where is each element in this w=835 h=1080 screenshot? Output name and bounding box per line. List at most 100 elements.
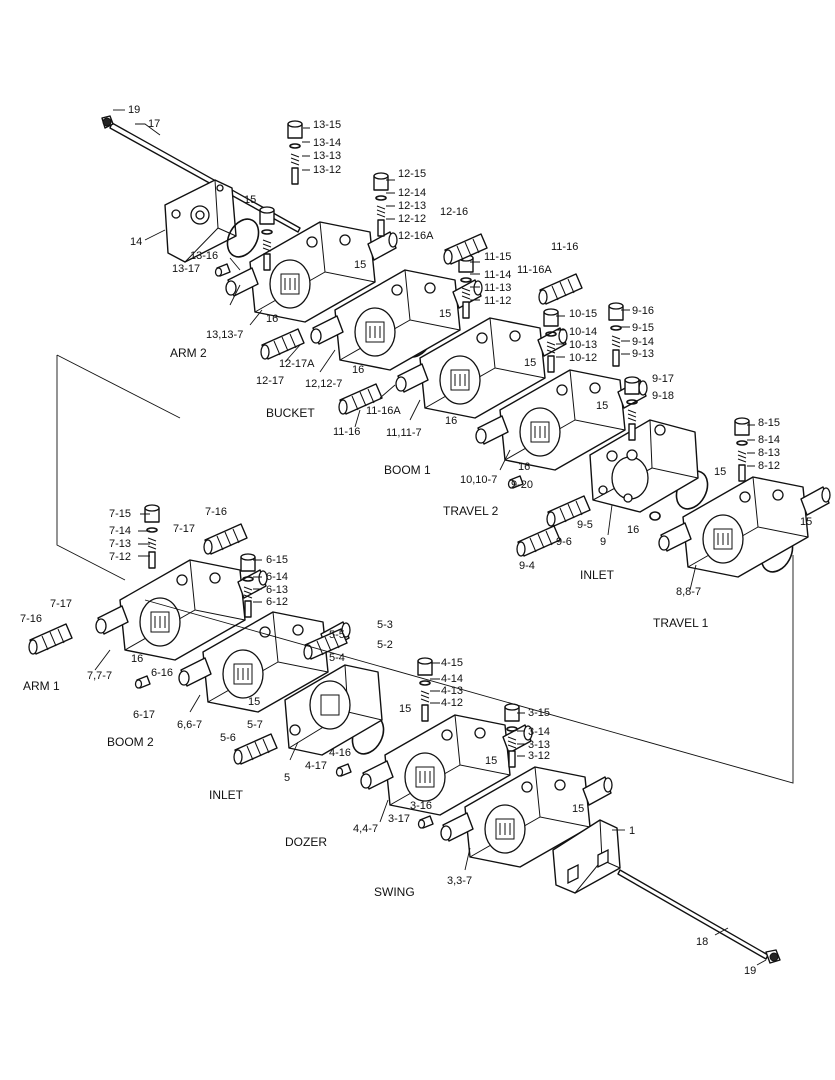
callout: 15 [439, 308, 451, 320]
callout: 6-15 [266, 554, 288, 566]
callout: 16 [131, 653, 143, 665]
callout: 1 [629, 825, 635, 837]
callout: 11-14 [484, 269, 511, 281]
callout: 9-15 [632, 322, 654, 334]
callout: 3-16 [410, 800, 432, 812]
callout: 4-14 [441, 673, 463, 685]
callout: 9-16 [632, 305, 654, 317]
callout-labels: 19 17 14 15 13-15 13-14 13-13 13-12 13-1… [20, 104, 812, 977]
callout: 15 [596, 400, 608, 412]
callout: 13-14 [313, 137, 341, 149]
callout: 3-14 [528, 726, 550, 738]
callout: 13-13 [313, 150, 341, 162]
callout: 15 [714, 466, 726, 478]
callout: 15 [244, 194, 256, 206]
callout: 11-12 [484, 295, 511, 307]
inlet-block-5 [284, 664, 383, 756]
callout: 12-12 [398, 213, 426, 225]
callout: 6-16 [151, 667, 173, 679]
callout: 4-15 [441, 657, 463, 669]
section-label-bucket: BUCKET [266, 406, 315, 420]
callout: 3,3-7 [447, 875, 472, 887]
leader-lines [94, 109, 767, 966]
callout: 16 [266, 313, 278, 325]
section-label-inlet-bottom: INLET [209, 788, 244, 802]
section-label-arm1: ARM 1 [23, 679, 60, 693]
callout: 8-14 [758, 434, 780, 446]
callout: 11-16 [551, 241, 578, 253]
callout: 13,13-7 [206, 329, 243, 341]
tie-rod-bottom [617, 869, 781, 964]
callout: 5-2 [377, 639, 393, 651]
callout: 6-17 [133, 709, 155, 721]
callout: 9-5 [577, 519, 593, 531]
callout: 5-7 [247, 719, 263, 731]
callout: 9-13 [632, 348, 654, 360]
callout: 12-13 [398, 200, 426, 212]
callout: 8,8-7 [676, 586, 701, 598]
callout: 16 [627, 524, 639, 536]
callout: 7-15 [109, 508, 131, 520]
callout: 15 [248, 696, 260, 708]
callout: 8-13 [758, 447, 780, 459]
callout: 15 [354, 259, 366, 271]
bank-connection-lines [56, 354, 794, 784]
callout: 12-16A [398, 230, 434, 242]
callout: 11-15 [484, 251, 511, 263]
callout: 14 [130, 236, 142, 248]
callout: 7-12 [109, 551, 131, 563]
section-label-dozer: DOZER [285, 835, 327, 849]
section-labels: ARM 2 BUCKET BOOM 1 TRAVEL 2 INLET TRAVE… [23, 346, 709, 899]
callout: 7-17 [173, 523, 195, 535]
callout: 10-14 [569, 326, 597, 338]
section-label-swing: SWING [374, 885, 415, 899]
callout: 15 [524, 357, 536, 369]
callout: 7,7-7 [87, 670, 112, 682]
inlet-block-9 [589, 419, 699, 513]
section-label-travel1: TRAVEL 1 [653, 616, 709, 630]
callout: 13-17 [172, 263, 200, 275]
callout: 13-15 [313, 119, 341, 131]
callout: 17 [148, 118, 160, 130]
callout: 6-14 [266, 571, 288, 583]
section-label-boom2: BOOM 2 [107, 735, 154, 749]
callout: 9-4 [519, 560, 535, 572]
callout: 16 [352, 364, 364, 376]
callout: 6-12 [266, 596, 288, 608]
callout: 9-14 [632, 336, 654, 348]
callout: 18 [696, 936, 708, 948]
callout: 12,12-7 [305, 378, 342, 390]
callout: 16 [518, 461, 530, 473]
callout: 10,10-7 [460, 474, 497, 486]
tie-rod-top [101, 115, 301, 233]
callout: 11-16A [517, 264, 552, 276]
callout: 10-13 [569, 339, 597, 351]
section-label-arm2: ARM 2 [170, 346, 207, 360]
callout: 9-18 [652, 390, 674, 402]
callout: 12-15 [398, 168, 426, 180]
callout: 13-16 [190, 250, 218, 262]
section-label-inlet-top: INLET [580, 568, 615, 582]
callout: 9 [600, 536, 606, 548]
callout: 11,11-7 [386, 427, 422, 439]
callout: 7-14 [109, 525, 131, 537]
end-cover-1 [552, 819, 621, 894]
callout: 9-17 [652, 373, 674, 385]
callout: 6,6-7 [177, 719, 202, 731]
section-label-boom1: BOOM 1 [384, 463, 431, 477]
callout: 11-16 [333, 426, 360, 438]
callout: 4-12 [441, 697, 463, 709]
callout: 3-13 [528, 739, 550, 751]
callout: 11-16A [366, 405, 401, 417]
callout: 13-12 [313, 164, 341, 176]
callout: 4,4-7 [353, 823, 378, 835]
callout: 10-15 [569, 308, 597, 320]
callout: 4-17 [305, 760, 327, 772]
callout: 8-15 [758, 417, 780, 429]
callout: 4-13 [441, 685, 463, 697]
callout: 4-16 [329, 747, 351, 759]
callout: 19 [128, 104, 140, 116]
callout: 6-13 [266, 584, 288, 596]
callout: 7-16 [20, 613, 42, 625]
